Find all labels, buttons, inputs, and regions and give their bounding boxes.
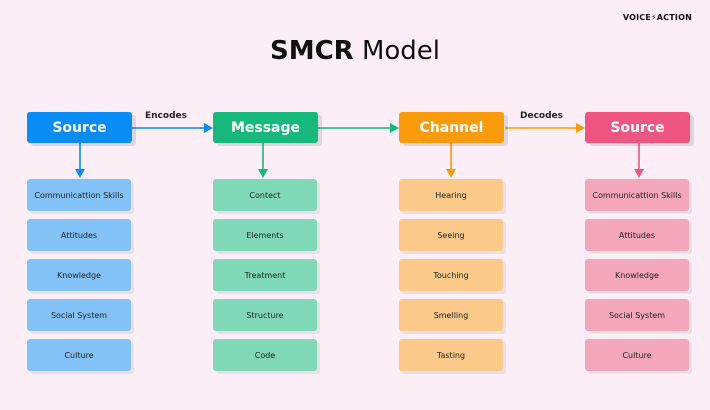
message-item-code: Code <box>213 339 317 371</box>
arrow-down-message-head <box>258 169 268 178</box>
message-item-treatment: Treatment <box>213 259 317 291</box>
source-item-attitudes: Attitudes <box>27 219 131 251</box>
arrow-down-source-head <box>75 169 85 178</box>
arrow-message-channel-head <box>390 123 399 133</box>
arrow-channel-receiver-head <box>576 123 585 133</box>
title-bold: SMCR <box>269 36 354 66</box>
header-receiver-source: Source <box>585 112 690 143</box>
receiver-item-communication-skills: Communicattion Skills <box>585 179 689 211</box>
source-item-culture: Culture <box>27 339 131 371</box>
diagram-title: SMCR Model <box>0 36 710 66</box>
channel-item-hearing: Hearing <box>399 179 503 211</box>
source-item-knowledge: Knowledge <box>27 259 131 291</box>
receiver-item-attitudes: Attitudes <box>585 219 689 251</box>
message-item-content: Contect <box>213 179 317 211</box>
channel-item-seeing: Seeing <box>399 219 503 251</box>
source-item-social-system: Social System <box>27 299 131 331</box>
header-source: Source <box>27 112 132 143</box>
arrow-down-receiver-head <box>634 169 644 178</box>
arrow-source-message-head <box>204 123 213 133</box>
arrow-down-channel-head <box>446 169 456 178</box>
edge-label-decodes: Decodes <box>520 111 563 121</box>
title-rest: Model <box>353 36 441 66</box>
header-message: Message <box>213 112 318 143</box>
receiver-item-culture: Culture <box>585 339 689 371</box>
message-item-structure: Structure <box>213 299 317 331</box>
source-item-communication-skills: Communicattion Skills <box>27 179 131 211</box>
header-channel: Channel <box>399 112 504 143</box>
receiver-item-social-system: Social System <box>585 299 689 331</box>
channel-item-touching: Touching <box>399 259 503 291</box>
channel-item-smelling: Smelling <box>399 299 503 331</box>
brand-logo: VOICE⚡ACTION <box>622 13 692 22</box>
edge-label-encodes: Encodes <box>145 111 187 121</box>
receiver-item-knowledge: Knowledge <box>585 259 689 291</box>
message-item-elements: Elements <box>213 219 317 251</box>
channel-item-tasting: Tasting <box>399 339 503 371</box>
